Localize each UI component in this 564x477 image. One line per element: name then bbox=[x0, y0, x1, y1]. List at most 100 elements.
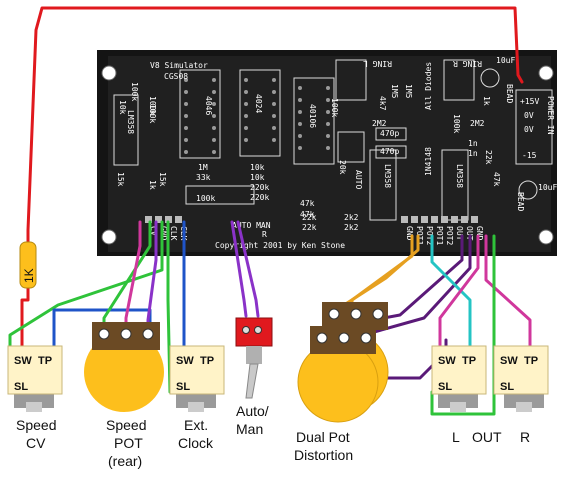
edge-pad bbox=[155, 216, 162, 223]
label-speed-pot-2: POT bbox=[114, 435, 143, 451]
ic-4024-label: 4024 bbox=[254, 94, 263, 113]
component-value: 470p bbox=[380, 129, 399, 138]
dual-pot-distortion bbox=[297, 302, 389, 423]
edge-pad bbox=[165, 216, 172, 223]
wire-blue-cv-tp bbox=[52, 308, 152, 354]
pot-lug bbox=[328, 308, 340, 320]
board-diode-type: 1N4148 bbox=[424, 147, 433, 176]
wire-red-cv bbox=[20, 6, 524, 350]
label-speed-cv-2: CV bbox=[26, 435, 46, 451]
component-value: 22k bbox=[484, 150, 493, 165]
component-value: 10k bbox=[250, 173, 265, 182]
edge-pad-label: OUT bbox=[465, 226, 474, 241]
edge-pad bbox=[145, 216, 152, 223]
jack-tp: TP bbox=[38, 355, 52, 367]
pcb-board: V8 Simulator CGS08 Copyright 2001 by Ken… bbox=[97, 50, 557, 256]
pot-lug bbox=[316, 332, 328, 344]
label-dual-pot-2: Distortion bbox=[294, 447, 353, 463]
edge-pad-label: POT1 bbox=[435, 226, 444, 245]
speed-pot bbox=[84, 322, 164, 412]
edge-pad bbox=[461, 216, 468, 223]
jack-sl: SL bbox=[14, 381, 28, 393]
label-auto-man-2: Man bbox=[236, 421, 263, 437]
ic-lm358-left-label: LM358 bbox=[126, 110, 135, 134]
pot-lug bbox=[98, 328, 110, 340]
cap-top-label: 10uF bbox=[496, 56, 515, 65]
pot-lug bbox=[360, 332, 372, 344]
jack-sl: SL bbox=[438, 381, 452, 393]
pot-lug bbox=[142, 328, 154, 340]
cap-470p-b bbox=[375, 145, 407, 159]
component-value: 1k bbox=[148, 180, 157, 190]
component-value: 10k bbox=[118, 100, 127, 115]
rail-0b: 0V bbox=[524, 125, 534, 134]
edge-pad bbox=[175, 216, 182, 223]
component-value: 15k bbox=[158, 172, 167, 187]
board-part: CGS08 bbox=[164, 72, 188, 81]
board-ring-l: RING L bbox=[363, 59, 392, 68]
capacitor-10uf-bottom bbox=[518, 180, 538, 200]
label-auto-man-1: Auto/ bbox=[236, 403, 269, 419]
board-r-mark: R bbox=[262, 230, 267, 239]
jack-sl: SL bbox=[176, 381, 190, 393]
capacitor-10uf-top bbox=[480, 68, 500, 88]
cap-470p-a bbox=[375, 127, 407, 141]
edge-pad bbox=[441, 216, 448, 223]
board-ring-r: RING R bbox=[453, 59, 482, 68]
board-copyright: Copyright 2001 by Ken Stone bbox=[215, 241, 345, 250]
component-value: 100k bbox=[330, 98, 339, 117]
edge-pad-label: CV bbox=[149, 226, 158, 236]
jack-sw: SW bbox=[176, 355, 194, 367]
transistor-ring-r bbox=[443, 59, 475, 101]
jack-sw: SW bbox=[500, 355, 518, 367]
component-value: 2k2 bbox=[344, 213, 359, 222]
ic-4024-outline bbox=[239, 69, 281, 157]
ic-lm358-mid-outline bbox=[369, 149, 397, 221]
component-value: 15k bbox=[116, 172, 125, 187]
rail-0a: 0V bbox=[524, 111, 534, 120]
component-value: 47k bbox=[300, 210, 315, 219]
jack-sw: SW bbox=[14, 355, 32, 367]
pot-lug bbox=[120, 328, 132, 340]
edge-pad bbox=[451, 216, 458, 223]
rail-pos: +15V bbox=[520, 97, 539, 106]
component-value: 100k bbox=[452, 114, 461, 133]
edge-pad-label: GND bbox=[475, 226, 484, 241]
component-value: 1M5 bbox=[404, 84, 413, 99]
jack-tp: TP bbox=[462, 355, 476, 367]
auto-man-switch bbox=[235, 317, 273, 399]
wire-purple-sw-a bbox=[230, 220, 248, 318]
board-all-diodes: All Diodes bbox=[424, 62, 433, 110]
component-value: 100k bbox=[148, 104, 157, 123]
edge-pad-label: POT1 bbox=[415, 226, 424, 245]
bead-bot: BEAD bbox=[516, 192, 525, 211]
transistor-ring-l bbox=[335, 59, 367, 101]
edge-pad bbox=[431, 216, 438, 223]
ic-pins bbox=[184, 78, 330, 154]
component-values: 100k100k10k1M33k100k10k10k220k220k47k47k… bbox=[116, 82, 501, 232]
mounting-hole bbox=[538, 229, 554, 245]
ic-40106-label: 40106 bbox=[308, 104, 317, 128]
wire-magenta-out-r bbox=[484, 234, 532, 354]
label-dual-pot-1: Dual Pot bbox=[296, 429, 350, 445]
component-value: 2M2 bbox=[470, 119, 485, 128]
resistor-bank bbox=[185, 185, 255, 205]
component-value: 220k bbox=[250, 193, 269, 202]
component-value: 470p bbox=[380, 147, 399, 156]
ic-lm358-left-outline bbox=[113, 94, 139, 166]
edge-pad bbox=[421, 216, 428, 223]
edge-pad-label: POT2 bbox=[445, 226, 454, 245]
component-value: 4k7 bbox=[378, 96, 387, 111]
component-value: 47k bbox=[300, 199, 315, 208]
resistor-1k-label: 1K bbox=[22, 268, 36, 283]
jack-out-r: SW TP SL bbox=[493, 345, 549, 412]
jack-sw: SW bbox=[438, 355, 456, 367]
edge-pad bbox=[401, 216, 408, 223]
cap-bot-label: 10uF bbox=[538, 183, 557, 192]
ic-lm358-mid-label: LM358 bbox=[383, 164, 392, 188]
ic-lm358-right-label: LM358 bbox=[455, 164, 464, 188]
label-ext-clock-2: Clock bbox=[178, 435, 214, 451]
wire-green-out-gnd bbox=[430, 234, 496, 416]
